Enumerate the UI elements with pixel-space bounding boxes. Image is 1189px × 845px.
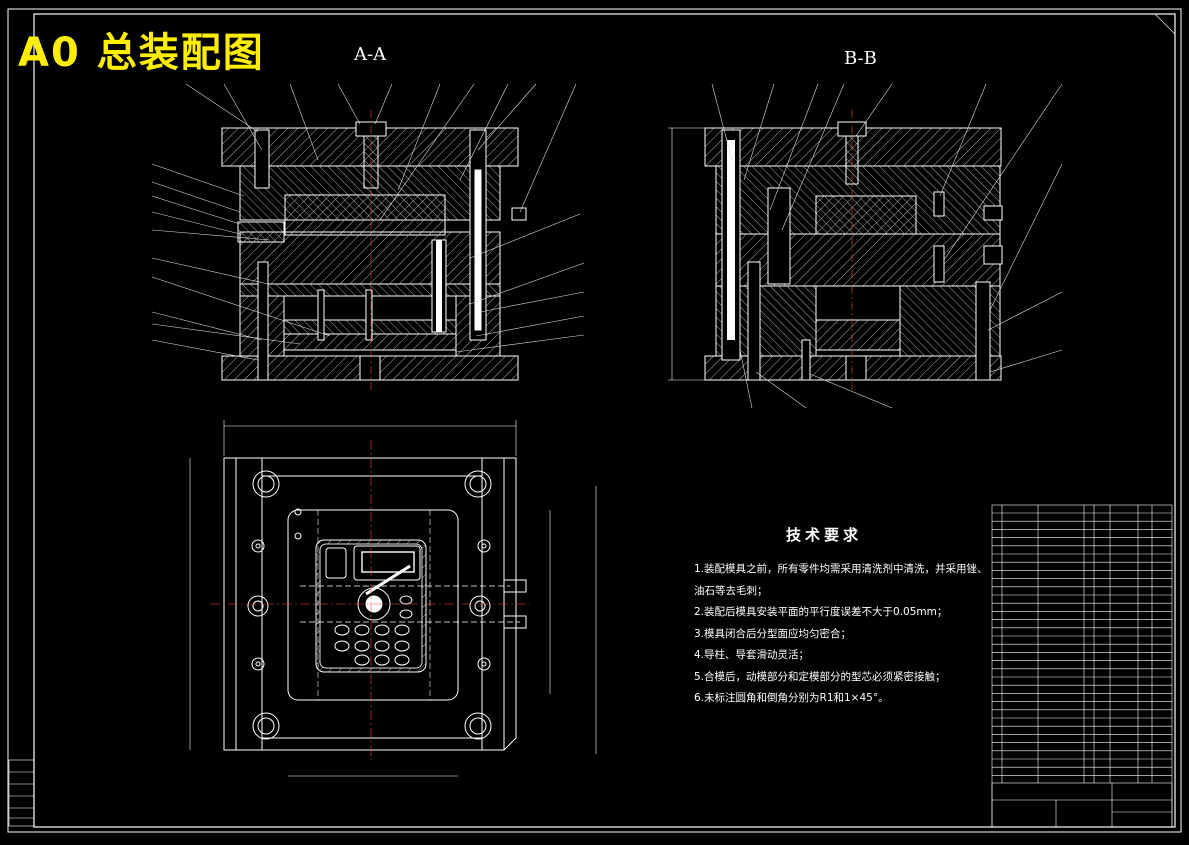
tech-req-item: 1.装配模具之前，所有零件均需采用清洗剂中清洗，并采用锉、	[694, 563, 988, 575]
tech-req-title: 技术要求	[785, 526, 862, 544]
section-bb-label: B-B	[844, 48, 877, 69]
section-bb-view	[668, 110, 1003, 390]
tech-req-item: 3.模具闭合后分型面应均匀密合；	[694, 627, 852, 640]
tech-req-item: 6.未标注圆角和倒角分别为R1和1×45°。	[694, 692, 889, 704]
tech-req-item: 2.装配后模具安装平面的平行度误差不大于0.05mm；	[694, 606, 948, 618]
corner-mark	[1154, 13, 1176, 35]
section-aa-view	[221, 110, 527, 390]
parts-list-table	[991, 504, 1173, 828]
sheet-title: A0 总装配图	[18, 30, 265, 76]
section-bb-leaders	[711, 83, 1063, 409]
section-aa-leaders	[151, 83, 585, 361]
sheet-border	[7, 8, 1182, 833]
tech-req-item: 5.合模后，动模部分和定模部分的型芯必须紧密接触；	[694, 670, 946, 683]
section-aa-label: A-A	[354, 44, 387, 65]
tech-req-item: 油石等去毛刺；	[694, 584, 768, 597]
tech-req-item: 4.导柱、导套滑动灵活；	[694, 649, 810, 661]
revision-box	[8, 759, 35, 827]
plan-view	[189, 420, 597, 777]
technical-requirements: 技术要求 1.装配模具之前，所有零件均需采用清洗剂中清洗，并采用锉、 油石等去毛…	[694, 524, 988, 710]
